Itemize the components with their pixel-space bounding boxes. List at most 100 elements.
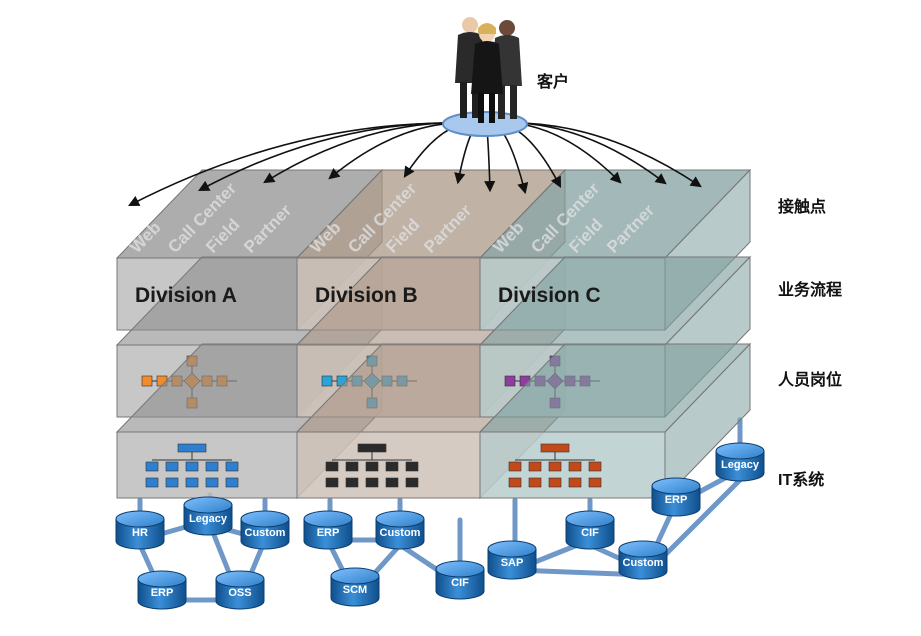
db-label: OSS [228, 587, 251, 599]
db-top [215, 570, 265, 588]
db-label: Legacy [721, 459, 760, 471]
db-body [115, 519, 165, 550]
org-node [145, 461, 159, 472]
db-body [565, 519, 615, 550]
org-node [345, 477, 359, 488]
db-label: SCM [343, 584, 367, 596]
db-body [303, 519, 353, 550]
database-icon: Legacy [183, 496, 233, 536]
db-top [330, 567, 380, 585]
org-node [508, 477, 522, 488]
org-root [540, 443, 570, 453]
org-node [405, 461, 419, 472]
database-icon: SAP [487, 540, 537, 580]
org-node [528, 477, 542, 488]
division-name: Division B [315, 284, 418, 307]
layer-label-touchpoints: 接触点 [778, 199, 827, 216]
database-icon: CIF [435, 560, 485, 600]
customer-label: 客户 [537, 74, 570, 91]
division-name: Division A [135, 284, 237, 307]
db-body [215, 579, 265, 610]
org-node [385, 477, 399, 488]
org-node [205, 477, 219, 488]
database-icon: Custom [375, 510, 425, 550]
db-top [651, 477, 701, 495]
db-top [487, 540, 537, 558]
org-lines [332, 452, 412, 461]
db-label: Custom [380, 527, 421, 539]
org-root [357, 443, 387, 453]
database-icon: OSS [215, 570, 265, 610]
org-node [508, 461, 522, 472]
org-node [528, 461, 542, 472]
db-label: ERP [665, 494, 688, 506]
layer-label-business-process: 业务流程 [778, 282, 843, 299]
database-icon: ERP [303, 510, 353, 550]
org-root [177, 443, 207, 453]
org-node [405, 477, 419, 488]
db-body [715, 451, 765, 482]
org-node [225, 461, 239, 472]
process-node [504, 375, 516, 387]
org-node [225, 477, 239, 488]
process-node [141, 375, 153, 387]
org-node [365, 461, 379, 472]
database-icon: SCM [330, 567, 380, 607]
db-top [715, 442, 765, 460]
org-lines [152, 452, 232, 461]
database-icon: ERP [651, 477, 701, 517]
db-label: ERP [317, 527, 340, 539]
db-label: Custom [623, 557, 664, 569]
database-icon: CIF [565, 510, 615, 550]
org-node [548, 477, 562, 488]
db-top [183, 496, 233, 514]
db-label: CIF [451, 577, 469, 589]
layer-label-it-systems: IT系统 [778, 472, 825, 489]
db-body [618, 549, 668, 580]
org-node [165, 461, 179, 472]
db-top [375, 510, 425, 528]
db-label: HR [132, 527, 148, 539]
db-body [487, 549, 537, 580]
database-icon: HR [115, 510, 165, 550]
db-body [183, 505, 233, 536]
db-body [240, 519, 290, 550]
db-body [435, 569, 485, 600]
org-node [568, 477, 582, 488]
division-name: Division C [498, 284, 601, 307]
db-top [618, 540, 668, 558]
db-label: ERP [151, 587, 174, 599]
db-top [137, 570, 187, 588]
database-icon: Custom [240, 510, 290, 550]
org-node [325, 461, 339, 472]
org-node [345, 461, 359, 472]
people-icon [455, 17, 522, 123]
database-icon: Custom [618, 540, 668, 580]
db-label: CIF [581, 527, 599, 539]
org-node [325, 477, 339, 488]
layer-label-roles: 人员岗位 [778, 372, 843, 389]
db-top [240, 510, 290, 528]
org-node [145, 477, 159, 488]
database-icon: ERP [137, 570, 187, 610]
database-icon: Legacy [715, 442, 765, 482]
org-lines [515, 452, 595, 461]
org-node [205, 461, 219, 472]
db-label: Custom [245, 527, 286, 539]
org-node [185, 477, 199, 488]
process-node [321, 375, 333, 387]
org-node [588, 461, 602, 472]
db-top [115, 510, 165, 528]
org-node [548, 461, 562, 472]
db-top [435, 560, 485, 578]
db-top [565, 510, 615, 528]
db-top [303, 510, 353, 528]
db-label: SAP [501, 557, 524, 569]
org-node [165, 477, 179, 488]
